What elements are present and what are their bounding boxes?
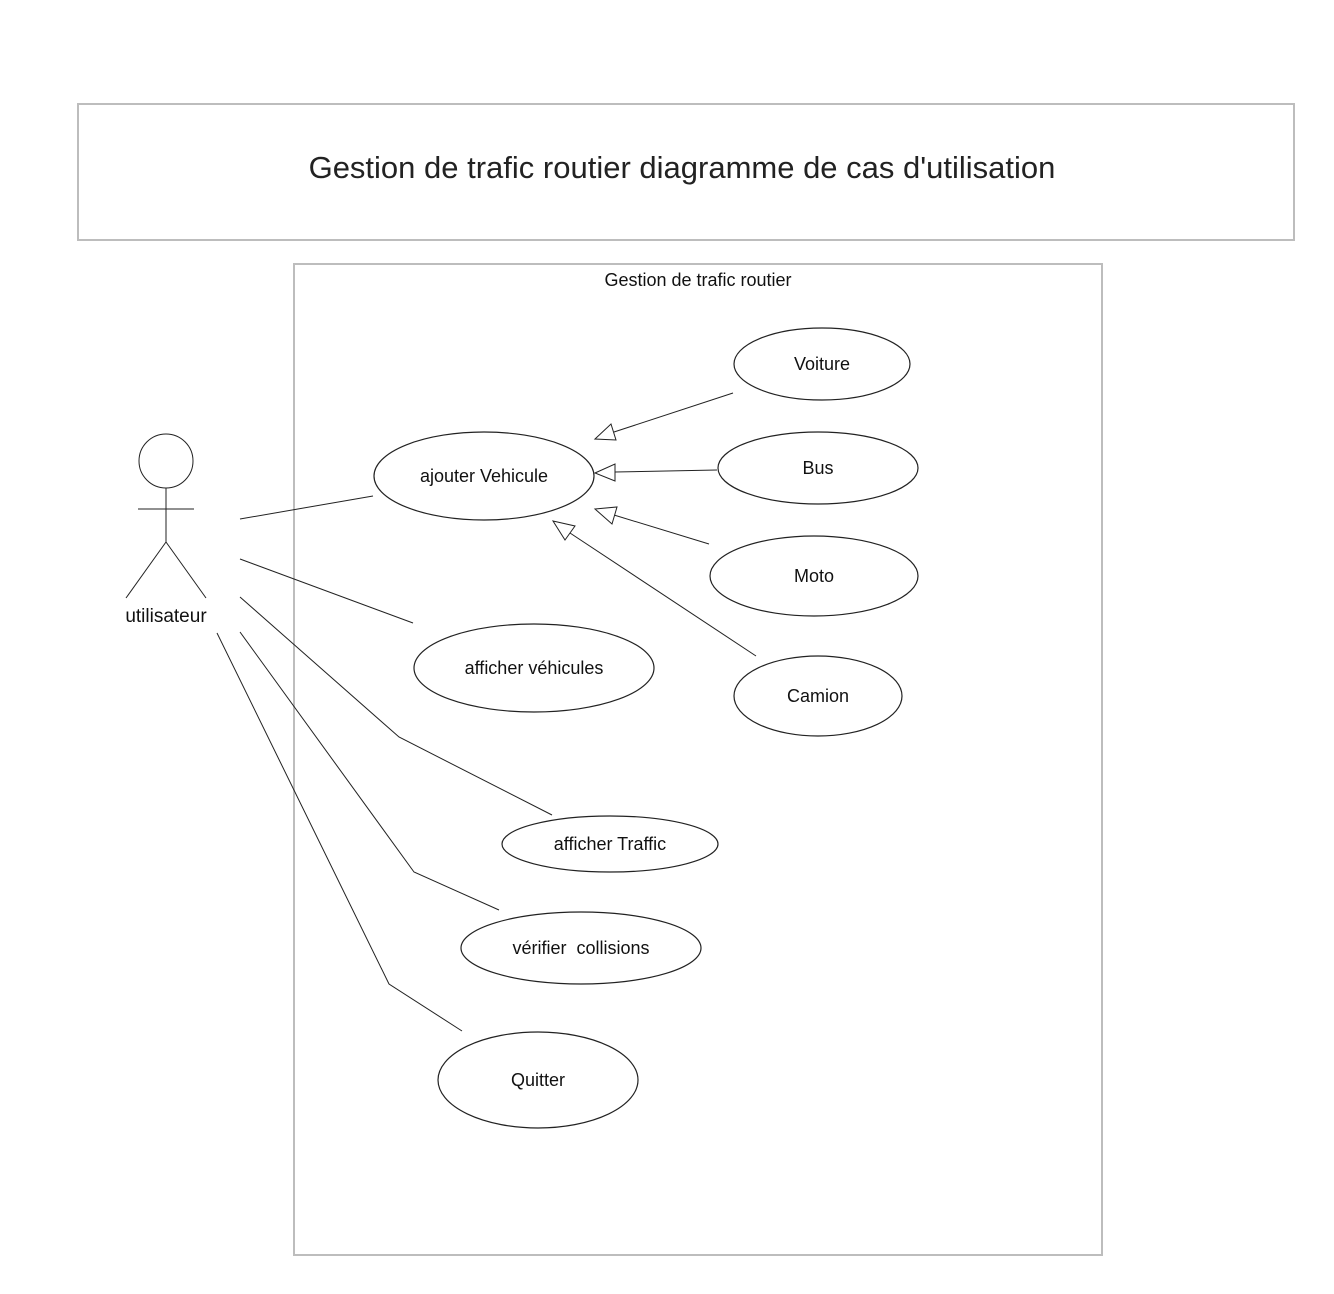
actor-left-leg [125, 541, 167, 599]
actor-right-leg [165, 541, 207, 599]
actor-head [138, 433, 194, 489]
use-case-afficher-traffic: afficher Traffic [501, 815, 719, 873]
use-case-ellipse [733, 327, 911, 401]
use-case-afficher-vehicules: afficher véhicules [413, 623, 655, 713]
title-frame [77, 103, 1295, 241]
use-case-label: Camion [787, 686, 849, 706]
association-ajouter [239, 495, 374, 520]
use-case-ellipse [373, 431, 595, 521]
generalization-arrowhead-bus [593, 463, 616, 482]
association-verifier [239, 631, 500, 911]
use-case-moto: Moto [709, 535, 919, 617]
association-afficher-traffic [239, 596, 553, 816]
actor-utilisateur: utilisateur [125, 433, 207, 627]
system-boundary [293, 263, 1103, 1256]
use-case-label: Voiture [794, 354, 850, 374]
generalization-line-camion [569, 532, 757, 657]
use-case-label: Bus [802, 458, 833, 478]
association-quitter [216, 632, 463, 1032]
use-case-ellipse [460, 911, 702, 985]
generalization-arrowhead-camion [551, 520, 576, 541]
use-case-label: ajouter Vehicule [420, 466, 548, 486]
diagram-title: Gestion de trafic routier diagramme de c… [309, 150, 1056, 185]
association-afficher-vehicules [239, 558, 414, 624]
use-case-ellipse [709, 535, 919, 617]
use-case-ellipse [717, 431, 919, 505]
use-case-quitter: Quitter [437, 1031, 639, 1129]
generalization-line-voiture [613, 392, 734, 433]
use-case-label: Moto [794, 566, 834, 586]
generalization-arrowhead-moto [593, 506, 618, 525]
use-case-label: Quitter [511, 1070, 565, 1090]
use-case-verifier-collisions: vérifier collisions [460, 911, 702, 985]
use-case-label: afficher véhicules [465, 658, 604, 678]
actor-label: utilisateur [125, 606, 207, 627]
use-case-ellipse [413, 623, 655, 713]
generalization-line-bus [614, 469, 718, 473]
generalization-arrowhead-voiture [593, 423, 617, 441]
use-case-camion: Camion [733, 655, 903, 737]
use-case-ellipse [437, 1031, 639, 1129]
use-case-ellipse [733, 655, 903, 737]
system-name: Gestion de trafic routier [604, 270, 791, 290]
use-case-label: vérifier collisions [512, 938, 649, 958]
use-case-voiture: Voiture [733, 327, 911, 401]
use-case-ellipse [501, 815, 719, 873]
use-case-label: afficher Traffic [554, 834, 666, 854]
use-case-bus: Bus [717, 431, 919, 505]
use-case-ajouter-vehicule: ajouter Vehicule [373, 431, 595, 521]
generalization-line-moto [613, 514, 710, 545]
